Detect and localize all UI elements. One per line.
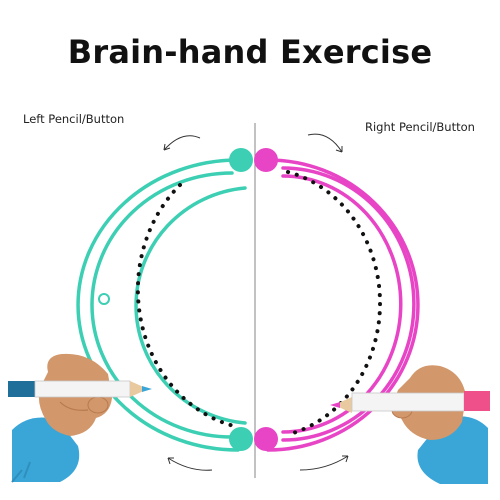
top-right-arrow-icon: [307, 133, 343, 153]
right-dotted-trace: [286, 170, 383, 436]
right-bottom-button: [254, 427, 278, 451]
left-pencil-label: Left Pencil/Button: [23, 112, 125, 126]
bottom-left-arrow-icon: [167, 457, 213, 471]
right-top-button: [254, 148, 278, 172]
left-dotted-trace: [135, 183, 236, 428]
left-start-marker: [98, 293, 110, 305]
right-pencil-label: Right Pencil/Button: [365, 120, 475, 134]
left-circle-guide: [76, 158, 247, 452]
right-hand-icon: [391, 365, 488, 484]
right-pencil-icon: [330, 391, 490, 413]
left-pencil-icon: [8, 380, 152, 398]
left-hand-icon: [11, 353, 112, 483]
left-bottom-button: [229, 427, 253, 451]
page-title: Brain-hand Exercise: [67, 33, 433, 71]
left-top-button: [229, 148, 253, 172]
top-left-arrow-icon: [163, 135, 201, 151]
right-circle-guide: [266, 158, 420, 452]
bottom-right-arrow-icon: [299, 455, 349, 471]
